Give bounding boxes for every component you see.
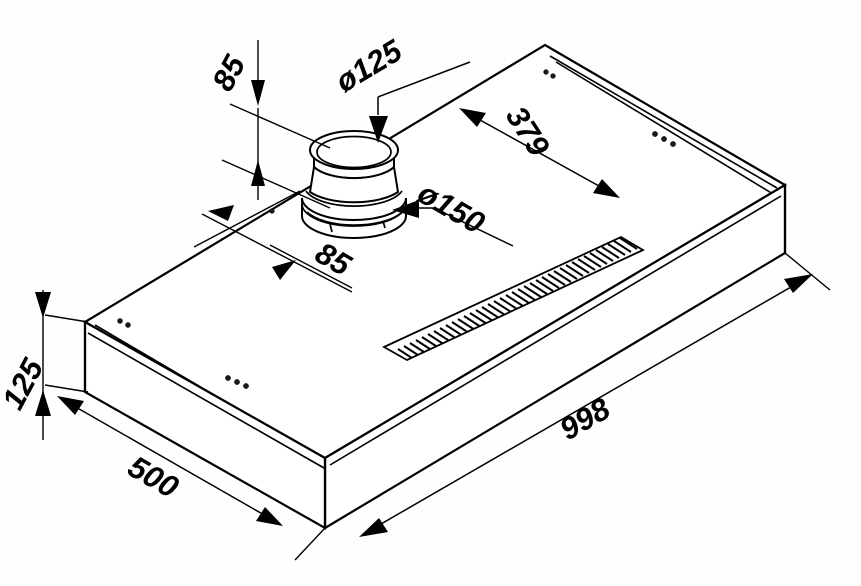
screws-front-mid (225, 375, 249, 389)
collar-top-rim-inner (316, 135, 392, 169)
hood-body (82, 43, 788, 530)
collar-tab-right (382, 220, 386, 229)
dimension-125: 125 (0, 290, 89, 440)
vent-grille (382, 235, 645, 362)
locating-dot (269, 208, 275, 214)
dimension-500-label: 500 (122, 449, 184, 505)
collar-ring-line-1 (313, 166, 395, 179)
collar-top-rim-outer (309, 130, 399, 170)
collar-ring-line-2 (305, 190, 403, 207)
vent-grille-slats (385, 237, 638, 360)
hood-right-band-line (329, 195, 782, 466)
collar-seat-arc (306, 211, 402, 226)
dimension-998-label: 998 (554, 390, 617, 447)
screws-top-far-right (543, 69, 556, 79)
hood-front-band-line (87, 332, 325, 469)
screws-top-right (652, 131, 676, 147)
collar-lower-flange (301, 197, 407, 239)
collar-tab-left (329, 223, 333, 233)
screws-top-left (117, 318, 131, 328)
dimension-85-top-label: 85 (205, 49, 252, 97)
duct-collar (301, 130, 407, 239)
hood-top-rear-inner-edge-2 (555, 61, 774, 195)
vent-grille-frame (382, 235, 645, 362)
hood-top-rear-inner-edge (549, 55, 778, 189)
